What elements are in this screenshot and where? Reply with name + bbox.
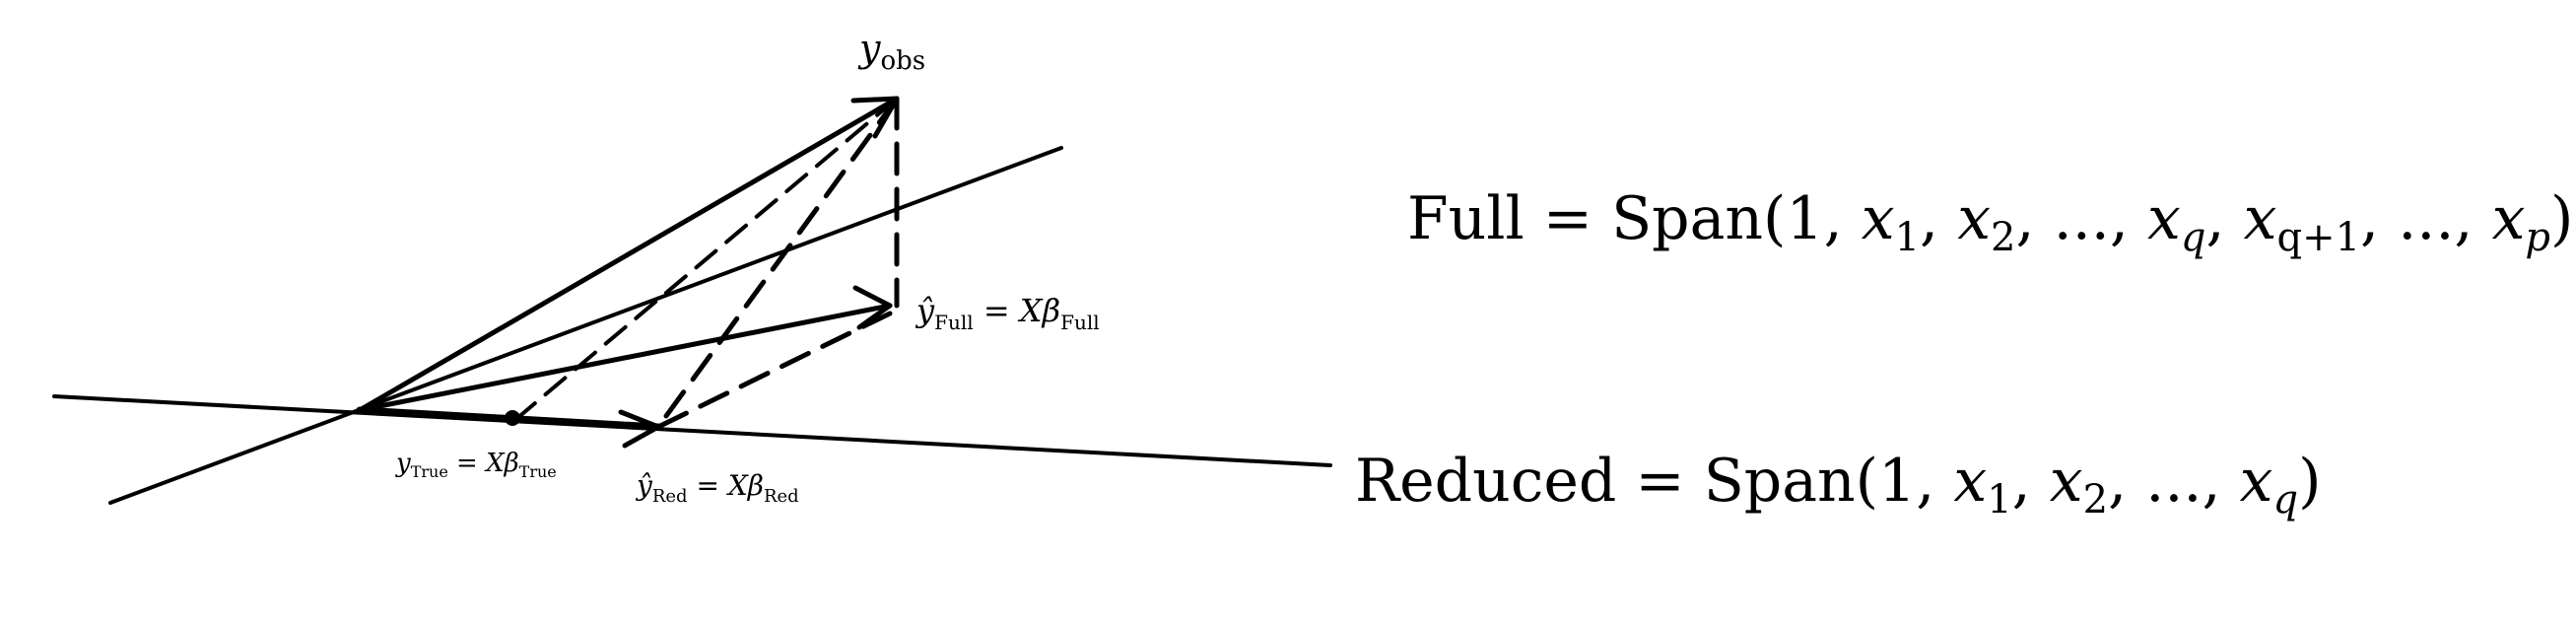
y-full-arrowhead bbox=[852, 285, 893, 330]
full-term-2-base: ... bbox=[2054, 184, 2110, 253]
reduced-span-equation: Reduced = Span(1, x1, x2, ..., xq) bbox=[1355, 447, 2322, 522]
reduced-term-1-base: x bbox=[2050, 447, 2083, 516]
full-term-6-sub: p bbox=[2525, 215, 2550, 260]
reduced-term-3-base: x bbox=[2240, 447, 2273, 516]
y-true-point bbox=[505, 410, 520, 426]
full-name: Full bbox=[1407, 184, 1525, 253]
full-term-1-base: x bbox=[1957, 184, 1991, 253]
full-term-0-base: x bbox=[1862, 184, 1895, 253]
full-term-6-base: x bbox=[2492, 184, 2526, 253]
full-term-3-sub: q bbox=[2181, 215, 2206, 260]
reduced-term-0-base: x bbox=[1953, 447, 1987, 516]
y-obs-label: yobs bbox=[857, 27, 925, 76]
y-red-label: ŷRed = XβRed bbox=[635, 469, 799, 507]
reduced-name: Reduced bbox=[1355, 447, 1616, 516]
full-rhs: Span(1, bbox=[1611, 184, 1862, 253]
full-space-line bbox=[108, 146, 1063, 505]
reduced-rhs: Span(1, bbox=[1704, 447, 1954, 516]
y-obs-vector bbox=[357, 96, 900, 413]
full-term-3-base: x bbox=[2147, 184, 2181, 253]
residual-red-dashed bbox=[655, 96, 900, 430]
residual-true-dashed bbox=[508, 97, 899, 426]
reduced-term-1-sub: 2 bbox=[2083, 477, 2108, 522]
full-to-red-dashed bbox=[655, 311, 893, 430]
full-term-4-sub: q+1 bbox=[2276, 215, 2360, 260]
full-span-equation: Full = Span(1, x1, x2, ..., xq, xq+1, ..… bbox=[1407, 184, 2573, 260]
reduced-term-3-sub: q bbox=[2272, 477, 2298, 522]
reduced-term-2-base: ... bbox=[2145, 447, 2202, 516]
full-term-0-sub: 1 bbox=[1895, 215, 1920, 260]
full-term-4-base: x bbox=[2244, 184, 2277, 253]
full-term-1-sub: 2 bbox=[1991, 215, 2015, 260]
y-full-label: ŷFull = XβFull bbox=[915, 292, 1100, 334]
reduced-space-line bbox=[52, 394, 1332, 467]
y-full-vector bbox=[357, 303, 893, 413]
full-term-5-base: ... bbox=[2398, 184, 2454, 253]
reduced-term-0-sub: 1 bbox=[1987, 477, 2011, 522]
y-true-label: yTrue = XβTrue bbox=[395, 449, 557, 481]
